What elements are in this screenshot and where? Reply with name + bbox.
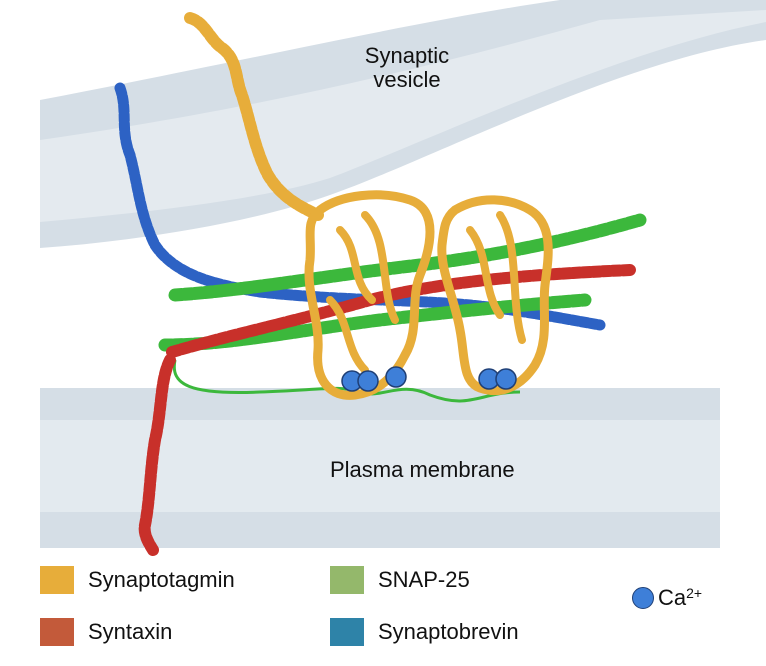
calcium-ion-icon	[632, 587, 654, 609]
plasma-membrane-label: Plasma membrane	[330, 457, 515, 482]
legend-item-synaptotagmin: Synaptotagmin	[40, 563, 235, 597]
snap25-helix-upper	[168, 213, 647, 302]
legend-label: Syntaxin	[88, 619, 173, 644]
legend-swatch	[330, 566, 364, 594]
legend-label: Synaptotagmin	[88, 567, 235, 592]
calcium-label: Ca2+	[658, 585, 703, 610]
legend-swatch	[330, 618, 364, 646]
legend-item-calcium: Ca2+	[632, 585, 702, 611]
calcium-ion	[385, 366, 407, 388]
calcium-ion	[357, 370, 379, 392]
calcium-ion	[495, 368, 517, 390]
calcium-ions	[341, 366, 517, 392]
legend-item-syntaxin: Syntaxin	[40, 615, 172, 649]
legend-item-snap25: SNAP-25	[330, 563, 470, 597]
legend-swatch	[40, 566, 74, 594]
legend-swatch	[40, 618, 74, 646]
legend-label: SNAP-25	[378, 567, 470, 592]
legend-item-synaptobrevin: Synaptobrevin	[330, 615, 519, 649]
synaptotagmin-helix	[184, 12, 324, 221]
synaptic-vesicle-membrane	[40, 0, 766, 248]
syntaxin-transmembrane	[138, 354, 176, 556]
legend-label: Synaptobrevin	[378, 619, 519, 644]
synaptotagmin-c2b-domain	[437, 195, 553, 396]
